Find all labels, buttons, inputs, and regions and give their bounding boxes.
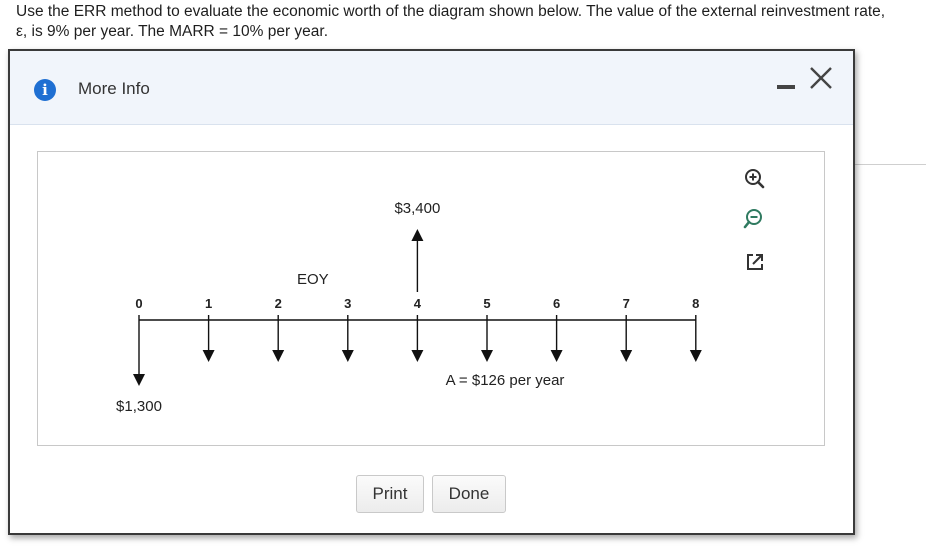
question-line-2: ε, is 9% per year. The MARR = 10% per ye…: [16, 23, 329, 40]
annuity-arrow-head: [272, 350, 285, 362]
annuity-arrow-head: [341, 350, 354, 362]
annuity-arrow-head: [689, 350, 702, 362]
axis-label-eoy: EOY: [297, 271, 329, 288]
period-label: 1: [205, 296, 212, 311]
minimize-icon[interactable]: [777, 85, 795, 89]
info-icon: i: [34, 79, 56, 101]
initial-cost-label: $1,300: [116, 398, 162, 415]
print-button[interactable]: Print: [356, 475, 424, 513]
zoom-in-icon[interactable]: [742, 167, 766, 191]
done-button[interactable]: Done: [432, 475, 506, 513]
period-label: 3: [344, 296, 351, 311]
external-link-icon[interactable]: [744, 251, 766, 273]
period-label: 5: [483, 296, 490, 311]
period-label: 4: [414, 296, 422, 311]
cash-flow-diagram: 0 1 2 3 4 5 6 7 8 EOY $1,300 $3,400 A = $126 per yea…: [116, 200, 702, 415]
period-label: 7: [623, 296, 630, 311]
cash-flow-diagram-panel: 0 1 2 3 4 5 6 7 8 EOY $1,300 $3,400 A = $126 per yea…: [37, 151, 825, 446]
dialog-header: i More Info: [10, 51, 853, 125]
inflow-label: $3,400: [394, 200, 440, 217]
dialog-title: More Info: [78, 79, 150, 98]
inflow-arrow-head: [411, 229, 424, 241]
annuity-arrow-head: [550, 350, 563, 362]
annuity-arrow-head: [411, 350, 424, 362]
more-info-dialog: i More Info 0 1 2 3 4 5 6 7 8 EOY $1,300 $3,400 A = …: [8, 49, 855, 535]
question-line-1: Use the ERR method to evaluate the econo…: [16, 3, 886, 20]
annuity-arrow-head: [481, 350, 493, 362]
period-label: 8: [692, 296, 699, 311]
divider-line: [852, 164, 926, 165]
question-text: Use the ERR method to evaluate the econo…: [16, 2, 926, 42]
annuity-arrow-head: [620, 350, 633, 362]
zoom-out-icon[interactable]: [742, 207, 766, 231]
period-label: 2: [275, 296, 282, 311]
period-label: 0: [135, 296, 142, 311]
annuity-label: A = $126 per year: [446, 372, 565, 389]
annuity-arrow-head: [202, 350, 215, 362]
period-label: 6: [553, 296, 560, 311]
close-icon[interactable]: [808, 65, 834, 91]
initial-cost-arrow-head: [133, 374, 145, 386]
